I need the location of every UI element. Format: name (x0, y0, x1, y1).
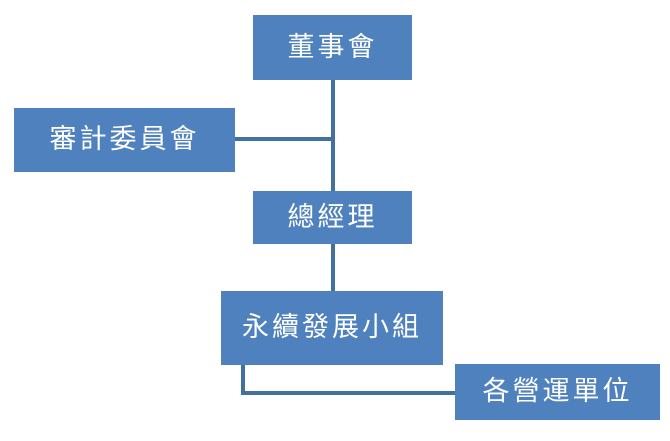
org-node-sustainability-development-group[interactable]: 永續發展小組 (221, 291, 443, 365)
org-node-operating-units-label: 各營運單位 (482, 376, 633, 408)
org-node-audit-committee-label: 審計委員會 (49, 124, 200, 156)
connector-general-manager-to-sustainability-group (331, 244, 335, 291)
org-node-general-manager[interactable]: 總經理 (253, 191, 412, 244)
connector-sustainability-group-to-operating-units (241, 391, 457, 395)
org-node-general-manager-label: 總經理 (287, 201, 378, 233)
connector-audit-committee-to-spine (235, 137, 335, 141)
connector-sustainability-group-elbow-vertical (241, 365, 245, 395)
org-node-board-of-directors[interactable]: 董事會 (253, 15, 412, 80)
org-node-operating-units[interactable]: 各營運單位 (455, 364, 660, 420)
connector-board-to-general-manager (331, 80, 335, 191)
org-node-sustainability-development-group-label: 永續發展小組 (242, 312, 422, 344)
org-node-board-of-directors-label: 董事會 (287, 31, 378, 63)
org-node-audit-committee[interactable]: 審計委員會 (14, 108, 235, 172)
